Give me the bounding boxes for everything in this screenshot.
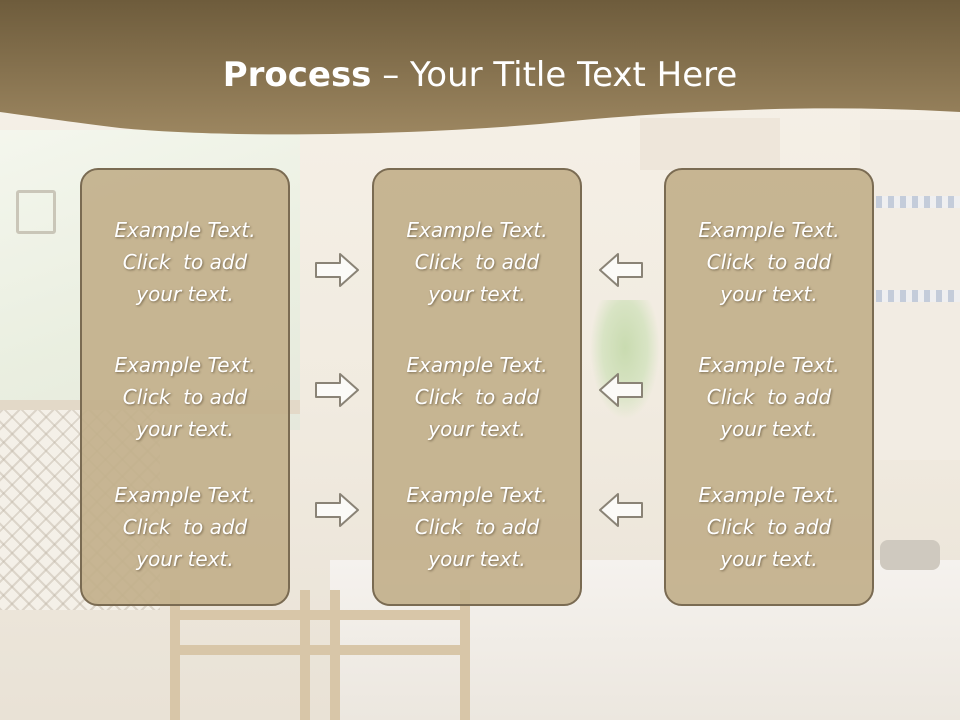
process-column-center[interactable]: Example Text. Click to add your text. Ex… (372, 168, 582, 606)
text-line: your text. (720, 417, 818, 441)
text-line: Example Text. (698, 218, 840, 242)
text-line: Click to add (122, 250, 248, 274)
text-line: Click to add (706, 515, 832, 539)
text-line: Click to add (414, 250, 540, 274)
arrow-left-icon (599, 493, 643, 527)
text-line: Example Text. (406, 218, 548, 242)
text-line: Example Text. (114, 353, 256, 377)
slide-title[interactable]: Process – Your Title Text Here (0, 52, 960, 98)
process-column-left[interactable]: Example Text. Click to add your text. Ex… (80, 168, 290, 606)
arrow-left-icon (599, 253, 643, 287)
title-rest: – Your Title Text Here (371, 55, 738, 95)
header-wave-shape (0, 0, 960, 135)
text-line: Click to add (706, 250, 832, 274)
header-band: Process – Your Title Text Here (0, 0, 960, 140)
text-line: your text. (428, 417, 526, 441)
text-line: your text. (136, 547, 234, 571)
title-bold: Process (222, 55, 372, 95)
text-line: Example Text. (114, 483, 256, 507)
text-line: Example Text. (698, 483, 840, 507)
background-tile-band (876, 196, 960, 208)
column-text-block[interactable]: Example Text. Click to add your text. (666, 349, 872, 445)
text-line: Example Text. (406, 353, 548, 377)
lantern-icon (16, 190, 56, 234)
text-line: Example Text. (114, 218, 256, 242)
column-text-block[interactable]: Example Text. Click to add your text. (82, 479, 288, 575)
text-line: your text. (136, 417, 234, 441)
background-tile-band (876, 290, 960, 302)
background-shelf (640, 118, 780, 170)
arrow-right-icon (315, 373, 359, 407)
column-text-block[interactable]: Example Text. Click to add your text. (82, 349, 288, 445)
text-line: Example Text. (406, 483, 548, 507)
background-chair (300, 590, 470, 720)
background-chair (170, 590, 340, 720)
column-text-block[interactable]: Example Text. Click to add your text. (666, 479, 872, 575)
arrow-left-icon (599, 373, 643, 407)
column-text-block[interactable]: Example Text. Click to add your text. (666, 214, 872, 310)
text-line: your text. (136, 282, 234, 306)
background-plant (590, 300, 660, 420)
text-line: your text. (720, 282, 818, 306)
text-line: your text. (720, 547, 818, 571)
column-text-block[interactable]: Example Text. Click to add your text. (374, 479, 580, 575)
column-text-block[interactable]: Example Text. Click to add your text. (374, 349, 580, 445)
arrow-right-icon (315, 493, 359, 527)
text-line: Example Text. (698, 353, 840, 377)
column-text-block[interactable]: Example Text. Click to add your text. (374, 214, 580, 310)
text-line: Click to add (122, 515, 248, 539)
arrow-right-icon (315, 253, 359, 287)
text-line: Click to add (122, 385, 248, 409)
text-line: your text. (428, 282, 526, 306)
text-line: Click to add (706, 385, 832, 409)
column-text-block[interactable]: Example Text. Click to add your text. (82, 214, 288, 310)
background-pan (880, 540, 940, 570)
text-line: your text. (428, 547, 526, 571)
process-column-right[interactable]: Example Text. Click to add your text. Ex… (664, 168, 874, 606)
text-line: Click to add (414, 385, 540, 409)
text-line: Click to add (414, 515, 540, 539)
